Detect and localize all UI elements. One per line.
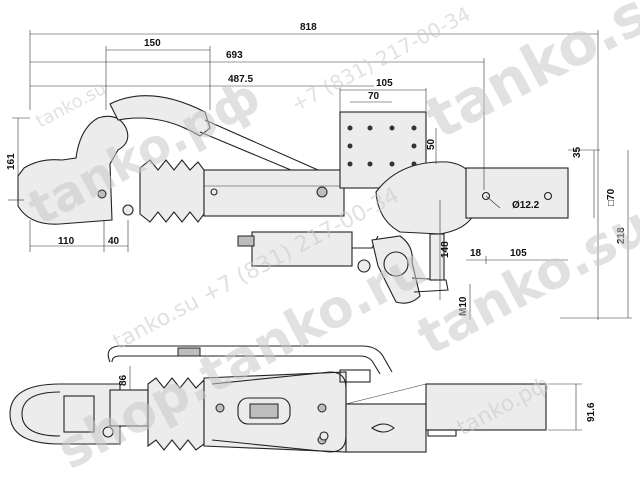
dim-105-tail: 105 xyxy=(510,248,527,259)
tail-hole-2 xyxy=(543,191,553,201)
dim-50: 50 xyxy=(426,138,437,150)
head-bolt xyxy=(97,189,107,199)
dim-40: 40 xyxy=(108,236,120,247)
plan-label-plate xyxy=(177,347,201,357)
dim-150: 150 xyxy=(144,38,161,49)
dim-hole-dia: Ø12.2 xyxy=(512,200,540,211)
dim-161: 161 xyxy=(6,153,17,170)
dim-818: 818 xyxy=(300,22,317,33)
head-pivot xyxy=(122,204,134,216)
dim-105-plate: 105 xyxy=(376,78,393,89)
tube-bolt xyxy=(316,186,328,198)
coupling-handle xyxy=(109,95,211,137)
dim-m10: M10 xyxy=(458,296,469,316)
dim-218: 218 xyxy=(616,227,627,244)
dimension-labels: 818 150 693 487.5 105 70 50 35 161 110 4… xyxy=(6,22,627,316)
plan-tail xyxy=(425,383,547,431)
dim-square-70: □70 xyxy=(606,188,617,206)
plan-handle-rod xyxy=(107,345,393,375)
dim-487-5: 487.5 xyxy=(228,74,253,85)
side-view xyxy=(8,95,569,304)
dim-91-6: 91.6 xyxy=(586,402,597,422)
plan-view xyxy=(9,345,582,453)
dim-110: 110 xyxy=(58,236,75,247)
dim-70: 70 xyxy=(368,91,380,102)
plan-rear-block xyxy=(345,403,427,453)
dim-693: 693 xyxy=(226,50,243,61)
tail-tube xyxy=(465,167,569,219)
dim-148: 148 xyxy=(440,241,451,258)
dim-86: 86 xyxy=(118,374,129,386)
dimension-lines xyxy=(12,30,632,320)
plan-dimension-labels: 86 91.6 xyxy=(118,374,597,422)
damper xyxy=(251,231,353,267)
dim-35: 35 xyxy=(572,146,583,158)
tail-hole-1 xyxy=(481,191,491,201)
dim-18: 18 xyxy=(470,248,482,259)
